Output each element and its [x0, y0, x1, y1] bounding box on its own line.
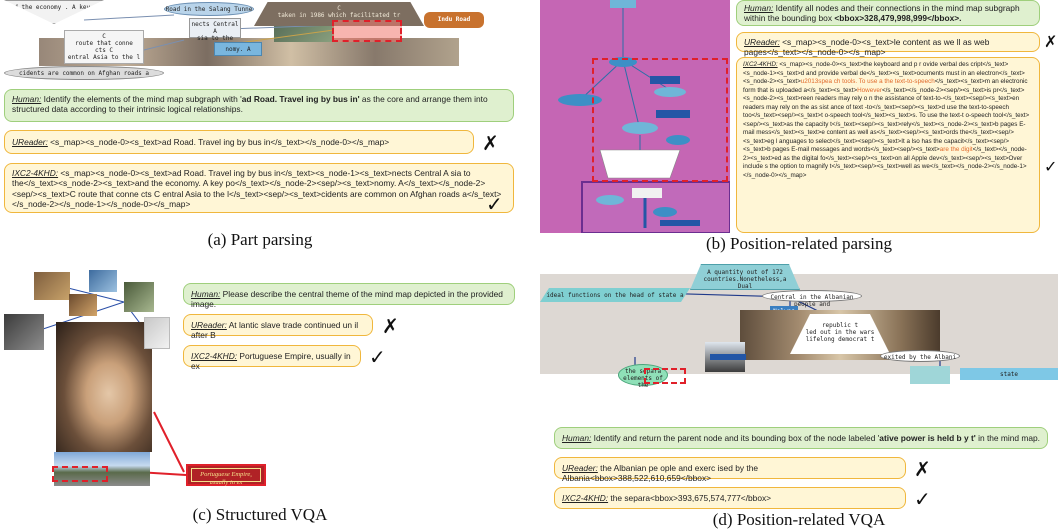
panel-c-ixc-check-icon: ✓ [369, 345, 386, 369]
panel-a-ureader-text: <s_map><s_node-0><s_text>ad Road. Travel… [47, 137, 390, 147]
panel-b-ixc-text-b: </s_text><s_text>m an electronic form th… [743, 78, 1028, 94]
panel-c-photo-3 [69, 294, 97, 316]
panel-a-ixc-text: <s_map><s_node-0><s_text>ad Road. Travel… [12, 168, 502, 210]
panel-d-ixc-speaker: IXC2-4KHD: [562, 493, 609, 503]
panel-a-human-speaker: Human: [12, 94, 42, 104]
panel-a-node-bottom: cidents are common on Afghan roads a [4, 66, 164, 80]
panel-b-ureader-bubble: UReader: <s_map><s_node-0><s_text>le con… [736, 32, 1040, 57]
panel-d-ureader-bubble: UReader: the Albanian pe ople and exerc … [554, 457, 906, 483]
panel-d-node-bottom-left: the separa elements of the unity and hea… [618, 364, 668, 387]
panel-b-ixc-bubble: IXC2-4KHD: <s_map><s_node-0><s_text>the … [736, 57, 1040, 233]
panel-a-ixc-check-icon: ✓ [486, 192, 503, 216]
panel-c-human-text: Please describe the central theme of the… [191, 289, 503, 310]
panel-c-photo-5 [4, 314, 44, 350]
panel-a-node-ellipse-top: Road in the Salang Tunne [164, 2, 254, 16]
panel-c-selected-node [52, 466, 108, 482]
panel-c-caption: (c) Structured VQA [192, 505, 328, 524]
panel-c-photo-large [56, 322, 152, 452]
panel-c-ixc-text: Portuguese Empire, usually in ex [191, 351, 351, 372]
panel-b-ixc-text-d: </s_text></s_node-2><s_text>ed as the di… [743, 146, 1027, 179]
panel-d-node-mid: Central in the Albanian people and [762, 290, 862, 308]
panel-a-human-bubble: Human: Identify the elements of the mind… [4, 89, 514, 122]
panel-b-ixc-highlight-3: are the digit [939, 146, 973, 153]
panel-c-human-bubble: Human: Please describe the central theme… [183, 283, 515, 309]
panel-b-human-text: Identify all nodes and their connections… [744, 3, 1020, 24]
panel-b-ixc-highlight-1: u2013spea ch tools. To use a the text-to… [800, 78, 935, 85]
panel-d-human-speaker: Human: [562, 433, 592, 443]
panel-d-human-text-2: in the mind map. [975, 433, 1041, 443]
panel-a-ureader-speaker: UReader: [12, 137, 48, 147]
panel-c-ureader-text: At lantic slave trade continued un il af… [191, 320, 359, 341]
panel-d-mindmap-image: A quantity out of 172 countries.Nonethel… [540, 262, 1058, 387]
panel-b-caption: (b) Position-related parsing [705, 234, 892, 253]
panel-c-ixc-speaker: IXC2-4KHD: [191, 351, 238, 361]
panel-a-node-orange: Indu Road [424, 12, 484, 28]
panel-d-node-trap: republic t led out in the wars lifelong … [790, 314, 890, 354]
panel-b-human-speaker: Human: [744, 3, 774, 13]
panel-c-photo-2 [89, 270, 117, 292]
panel-c-human-speaker: Human: [191, 289, 221, 299]
panel-b-ureader-cross-icon: ✗ [1044, 32, 1058, 51]
panel-d-node-top: A quantity out of 172 countries.Nonethel… [690, 264, 800, 290]
panel-d-ixc-bubble: IXC2-4KHD: the separa<bbox>393,675,574,7… [554, 487, 906, 509]
panel-b-mindmap-image [540, 0, 730, 233]
panel-d-ureader-text: the Albanian pe ople and exerc ised by t… [562, 463, 759, 484]
panel-a-human-text-2: as the core and arrange them into struct… [12, 94, 488, 115]
panel-b-highlight-box [592, 58, 728, 182]
panel-c-photo-small-right [144, 317, 170, 349]
panel-d-node-ellipse-right: exited by the Albani [880, 350, 960, 362]
panel-a-ureader-bubble: UReader: <s_map><s_node-0><s_text>ad Roa… [4, 130, 474, 154]
panel-b-human-bbox: <bbox>328,479,998,999</bbox>. [834, 13, 962, 24]
panel-b-ixc-text-c: </s_text></s_node-2><sep/><s_text>is pr<… [743, 86, 1030, 154]
panel-c-ixc-bubble: IXC2-4KHD: Portuguese Empire, usually in… [183, 345, 361, 371]
panel-d-human-text-1: Identify and return the parent node and … [591, 433, 880, 443]
panel-b-ureader-text: <s_map><s_node-0><s_text>le content as w… [744, 37, 990, 58]
panel-b-human-bubble: Human: Identify all nodes and their conn… [736, 0, 1040, 26]
panel-b-ureader-speaker: UReader: [744, 37, 780, 47]
panel-a-mindmap-image: and the economy . A key po C taken in 19… [4, 0, 510, 82]
panel-b-ixc-highlight-2: However [857, 86, 882, 94]
panel-a-node-teal: nomy. A [214, 42, 262, 56]
panel-a-human-text-bold: ad Road. Travel ing by bus in' [241, 94, 360, 104]
panel-d-node-blue-bar [710, 354, 746, 360]
panel-a-ixc-speaker: IXC2-4KHD: [12, 168, 59, 178]
panel-c-ureader-speaker: UReader: [191, 320, 227, 330]
panel-b-ixc-text-a: <s_map><s_node-0><s_text>the keyboard an… [743, 61, 1025, 85]
panel-d-node-right: state [960, 368, 1058, 380]
panel-a-highlight-box [332, 20, 402, 42]
panel-d-ureader-cross-icon: ✗ [914, 457, 931, 481]
panel-c-photo-1 [34, 272, 70, 300]
panel-c-callout-text: Portuguese Empire, usually in ex [191, 468, 261, 486]
panel-a-node-mid-center: nects Central A sia to the [189, 18, 241, 42]
panel-a-node-mid-left: C route that conne cts C entral Asia to … [64, 30, 144, 64]
panel-a-human-text-1: Identify the elements of the mind map su… [41, 94, 242, 104]
panel-c-ureader-cross-icon: ✗ [382, 314, 399, 338]
panel-d-human-text-bold: ative power is held b y t' [879, 433, 976, 443]
panel-d-node-teal-box [910, 366, 950, 384]
panel-a-ureader-cross-icon: ✗ [482, 131, 499, 155]
panel-b-mindmap-drawing [558, 0, 730, 233]
panel-a-caption: (a) Part parsing [207, 230, 313, 249]
panel-c-ureader-bubble: UReader: At lantic slave trade continued… [183, 314, 373, 340]
panel-d-ixc-check-icon: ✓ [914, 487, 931, 511]
panel-d-highlight-box [644, 368, 686, 384]
panel-c-callout: Portuguese Empire, usually in ex [186, 464, 266, 486]
panel-a-ixc-bubble: IXC2-4KHD: <s_map><s_node-0><s_text>ad R… [4, 163, 514, 213]
panel-b-ixc-check-icon: ✓ [1044, 157, 1058, 176]
panel-d-node-left: ideal functions on the head of state a [540, 288, 690, 302]
panel-d-human-bubble: Human: Identify and return the parent no… [554, 427, 1048, 449]
panel-d-caption: (d) Position-related VQA [712, 510, 886, 529]
panel-d-ixc-text: the separa<bbox>393,675,574,777</bbox> [608, 493, 772, 503]
panel-b-ixc-speaker: IXC2-4KHD: [743, 61, 778, 68]
panel-c-photo-4 [124, 282, 154, 312]
panel-d-ureader-speaker: UReader: [562, 463, 598, 473]
